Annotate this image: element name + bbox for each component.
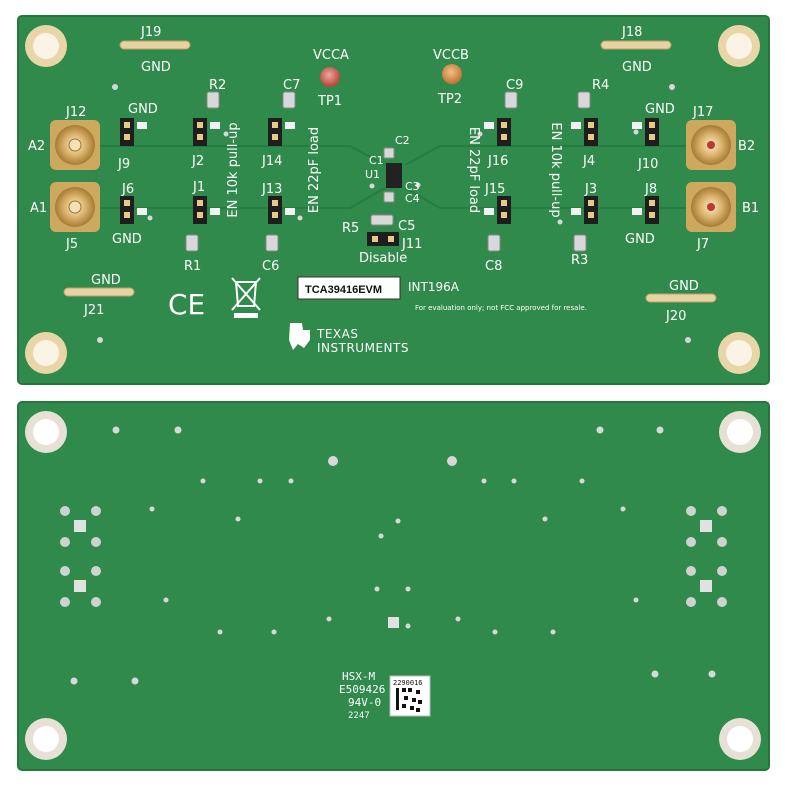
label-j5: J5	[65, 237, 78, 252]
part-number-text: TCA39416EVM	[305, 284, 382, 296]
label-c6: C6	[262, 259, 279, 274]
label-j6: J6	[121, 182, 134, 197]
test-point-tp1	[320, 67, 340, 87]
label-j1: J1	[192, 180, 205, 195]
label-a2: A2	[28, 139, 45, 154]
label-j9: J9	[117, 157, 130, 172]
ti-logo-icon	[289, 323, 310, 350]
label-gnd: GND	[112, 232, 142, 247]
label-r4: R4	[592, 78, 609, 93]
via	[70, 426, 716, 685]
label-j8: J8	[644, 182, 657, 197]
label-j3: J3	[584, 182, 597, 197]
fcc-disclaimer: For evaluation only; not FCC approved fo…	[415, 304, 587, 312]
label-r5: R5	[342, 221, 359, 236]
mounting-hole	[25, 25, 760, 374]
label-gnd: GND	[669, 279, 699, 294]
label-en-10k-pullup: EN 10k pull-up	[548, 122, 563, 217]
label-j18: J18	[621, 25, 642, 40]
label-c4: C4	[405, 192, 420, 205]
label-j12: J12	[65, 105, 86, 120]
label-c5: C5	[398, 219, 415, 234]
label-gnd: GND	[141, 60, 171, 75]
ti-logo-text-instruments: Instruments	[317, 341, 409, 355]
label-r1: R1	[184, 259, 201, 274]
label-c8: C8	[485, 259, 502, 274]
qr-code-icon	[396, 688, 422, 712]
label-j14: J14	[261, 154, 282, 169]
label-gnd: GND	[128, 102, 158, 117]
label-j15: J15	[484, 182, 505, 197]
label-disable: Disable	[359, 251, 407, 266]
label-gnd: GND	[645, 102, 675, 117]
label-tp2: TP2	[437, 92, 462, 107]
label-a1: A1	[30, 201, 47, 216]
label-vccb: VCCB	[433, 48, 469, 63]
label-j4: J4	[582, 154, 595, 169]
top-side-board: J19 GND J18 GND VCCA TP1 VCCB TP2 R2 C7 …	[17, 15, 770, 385]
label-gnd: GND	[622, 60, 652, 75]
label-c3: C3	[405, 180, 420, 193]
u1-chip	[386, 163, 402, 188]
label-b1: B1	[742, 201, 759, 216]
via-pad	[388, 617, 399, 628]
label-c7: C7	[283, 78, 300, 93]
label-vcca: VCCA	[313, 48, 349, 63]
jumper-header	[120, 118, 659, 246]
bottom-side-board: HSX-M E509426 94V-0 2247 2290016	[17, 401, 770, 771]
smd-component	[185, 91, 591, 252]
label-j10: J10	[637, 157, 658, 172]
mark-e-number: E509426	[339, 683, 385, 696]
label-j19: J19	[140, 25, 161, 40]
label-b2: B2	[738, 139, 755, 154]
label-r2: R2	[209, 78, 226, 93]
label-c1: C1	[369, 154, 384, 167]
mark-rating: 94V-0	[348, 696, 381, 709]
board-id: INT196A	[408, 280, 460, 294]
weee-icon	[231, 277, 261, 318]
label-j21: J21	[83, 303, 104, 318]
mounting-hole	[25, 411, 761, 760]
gnd-bar	[63, 40, 717, 303]
sma-back-pad	[60, 506, 727, 607]
label-en-10k-pullup: EN 10k pull-up	[226, 122, 241, 217]
ce-mark: CE	[168, 288, 205, 321]
traces	[95, 145, 692, 209]
label-c9: C9	[506, 78, 523, 93]
label-j16: J16	[487, 154, 508, 169]
label-code: 2290016	[393, 679, 423, 687]
mark-hsx: HSX-M	[342, 670, 375, 683]
label-u1: U1	[365, 168, 380, 181]
label-j11: J11	[401, 237, 422, 252]
test-point-tp2	[442, 64, 462, 84]
label-gnd: GND	[91, 273, 121, 288]
label-j13: J13	[261, 182, 282, 197]
label-r3: R3	[571, 253, 588, 268]
sma-connector	[50, 120, 736, 232]
label-j20: J20	[665, 309, 686, 324]
via	[97, 84, 691, 343]
label-c2: C2	[395, 134, 410, 147]
label-j17: J17	[692, 105, 713, 120]
label-gnd: GND	[625, 232, 655, 247]
label-j2: J2	[191, 154, 204, 169]
label-en-22pf-load: EN 22pF load	[466, 127, 481, 213]
label-j7: J7	[696, 237, 709, 252]
label-en-22pf-load: EN 22pF load	[307, 127, 322, 213]
label-tp1: TP1	[317, 94, 342, 109]
ti-logo-text-texas: Texas	[316, 327, 358, 341]
mark-date: 2247	[348, 711, 370, 721]
part-number-label	[297, 276, 401, 300]
